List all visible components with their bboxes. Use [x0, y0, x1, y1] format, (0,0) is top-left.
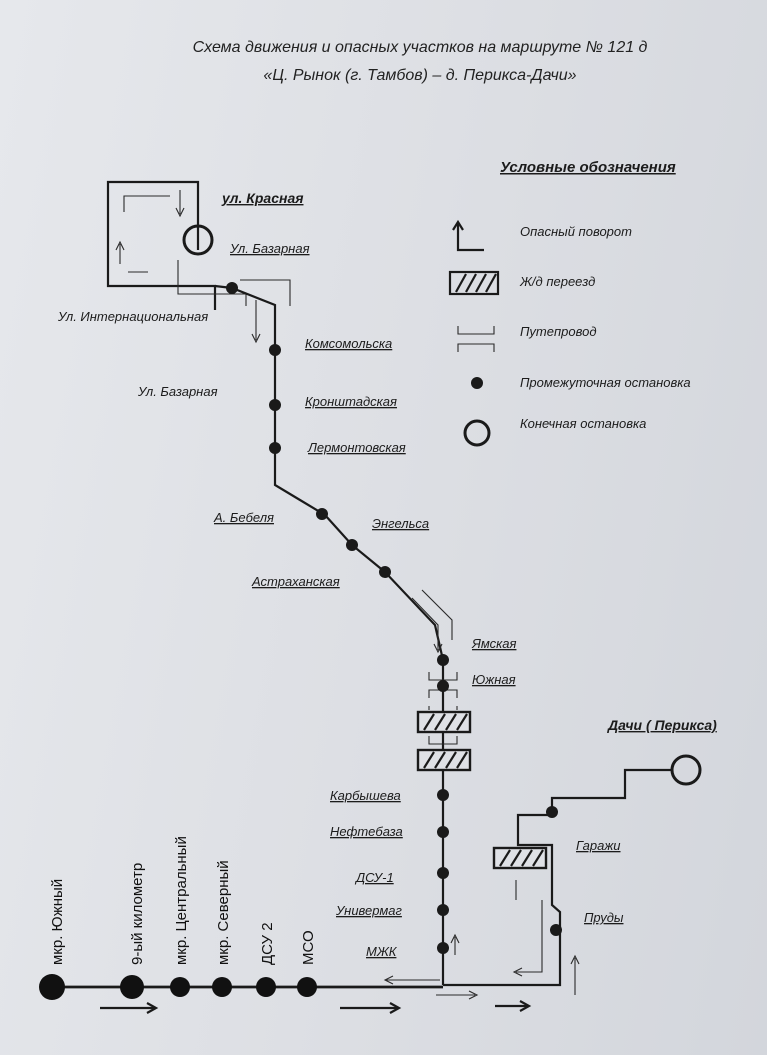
street-label-bazarnaya-top: Ул. Базарная: [229, 241, 310, 256]
stop-label-neftebaza: Нефтебаза: [330, 824, 403, 839]
legend-terminal-stop-icon: [463, 419, 491, 447]
legend-turn-arrow-icon: [452, 219, 484, 252]
terminal-stop-central-market: [182, 224, 214, 256]
stop-dot-lermontovskaya: [269, 442, 281, 454]
stop-label-univermag: Универмаг: [335, 903, 403, 918]
stop-dot-komsomolska: [269, 344, 281, 356]
stop-dot-dsu-2: [256, 977, 276, 997]
street-label-krasnaya: ул. Красная: [221, 190, 304, 206]
stop-dot-yamskaya: [437, 654, 449, 666]
stop-dot-mkr-yuzhny: [39, 974, 65, 1000]
stop-label-prudy: Пруды: [584, 910, 624, 925]
stop-label-mkr-yuzhny: мкр. Южный: [49, 879, 66, 965]
stop-label-mzhk: МЖК: [366, 944, 398, 959]
stop-dot-mzhk: [437, 942, 449, 954]
legend-heading: Условные обозначения: [500, 159, 676, 176]
stop-dot-mso: [297, 977, 317, 997]
legend-label-dangerous-turn: Опасный поворот: [520, 224, 632, 239]
stop-label-komsomolska: Комсомольска: [305, 336, 392, 351]
railway-crossing-2: [416, 748, 472, 772]
stop-dot-astrakhanskaya: [379, 566, 391, 578]
legend-label-terminal-stop: Конечная остановка: [520, 416, 646, 431]
stop-dot-neftebaza: [437, 826, 449, 838]
legend-label-intermediate-stop: Промежуточная остановка: [520, 375, 691, 390]
stop-label-kronshtadskaya: Кронштадская: [305, 394, 397, 409]
stop-dot-bazarnaya: [226, 282, 238, 294]
stop-dot-engelsa: [346, 539, 358, 551]
legend-railway-crossing-icon: [448, 270, 500, 296]
stop-dot-yuzhnaya: [437, 680, 449, 692]
branch-route-line: [443, 768, 672, 987]
stop-dot-univermag: [437, 904, 449, 916]
stop-label-engelsa: Энгельса: [372, 516, 429, 531]
stop-dot-bebelya: [316, 508, 328, 520]
stop-dot-prudy: [550, 924, 562, 936]
terminal-label-dachi-periksa: Дачи ( Перикса): [607, 717, 717, 733]
legend-label-railway-crossing: Ж/д переезд: [519, 274, 595, 289]
stop-label-garazhi: Гаражи: [576, 838, 621, 853]
legend-intermediate-stop-icon: [471, 377, 483, 389]
stop-dot-kronshtadskaya: [269, 399, 281, 411]
stop-dot-garazhi: [546, 806, 558, 818]
stop-label-9-km: 9-ый километр: [129, 863, 146, 965]
stop-dot-mkr-tsentralny: [170, 977, 190, 997]
stop-label-lermontovskaya: Лермонтовская: [307, 440, 406, 455]
stop-label-mkr-tsentralny: мкр. Центральный: [173, 836, 190, 965]
stop-dot-karbysheva: [437, 789, 449, 801]
stop-label-yuzhnaya: Южная: [472, 672, 516, 687]
main-route-line: [214, 284, 445, 985]
street-label-bazarnaya-left: Ул. Базарная: [137, 384, 218, 399]
stop-label-bebelya: А. Бебеля: [213, 510, 274, 525]
stop-dot-9-km: [120, 975, 144, 999]
legend-overpass-icon: [457, 326, 495, 352]
title-line-1: Схема движения и опасных участков на мар…: [193, 39, 648, 56]
stop-label-dsu-1: ДСУ-1: [354, 870, 394, 885]
railway-crossing-branch: [492, 846, 548, 870]
title-line-2: «Ц. Рынок (г. Тамбов) – д. Перикса-Дачи»: [263, 67, 576, 84]
stop-label-mkr-severny: мкр. Северный: [215, 860, 232, 965]
stop-label-astrakhanskaya: Астраханская: [251, 574, 340, 589]
railway-crossing-1: [416, 710, 472, 734]
stop-label-dsu-2: ДСУ 2: [259, 922, 276, 965]
city-centre-loop: [106, 180, 291, 344]
turn-arrow-yamskaya: [411, 597, 439, 650]
stop-dot-mkr-severny: [212, 977, 232, 997]
stop-label-yamskaya: Ямская: [471, 636, 516, 651]
stop-label-mso: МСО: [300, 930, 317, 965]
stop-dot-dsu-1: [437, 867, 449, 879]
stop-label-karbysheva: Карбышева: [330, 788, 401, 803]
street-label-internatsionalnaya: Ул. Интернациональная: [57, 309, 208, 324]
terminal-stop-dachi-periksa: [670, 754, 702, 786]
legend-label-overpass: Путепровод: [520, 324, 597, 339]
